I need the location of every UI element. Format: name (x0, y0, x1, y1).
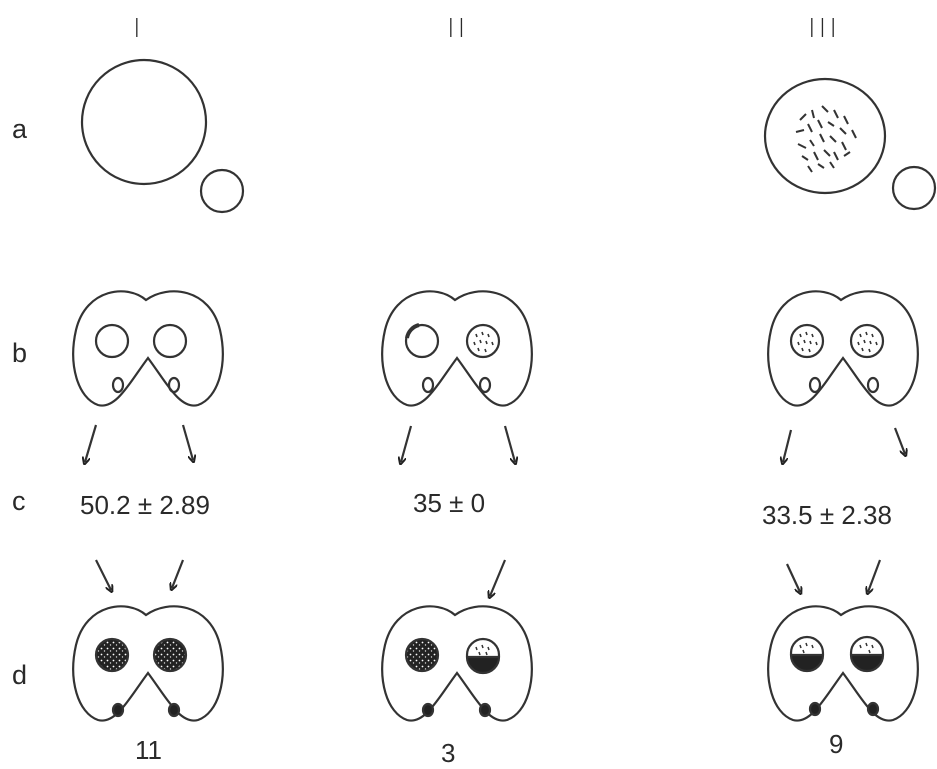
arrow-in-left-3 (786, 563, 800, 592)
cell-outline (381, 605, 533, 722)
arrows-row-b (85, 424, 905, 462)
rod-cluster (795, 105, 857, 173)
row-b-col-1 (72, 290, 224, 407)
row-label-a: a (12, 114, 28, 144)
row-label-c: c (12, 486, 26, 516)
arrow-down-right-1 (181, 424, 193, 460)
count-col-2: 3 (441, 738, 456, 768)
large-circle (80, 58, 208, 186)
nucleus-left-filled (404, 637, 440, 673)
row-d-col-2 (381, 605, 533, 722)
small-circle (891, 165, 937, 211)
cell-outline (767, 290, 919, 407)
nucleus-left-thickening (405, 323, 420, 339)
body-right (478, 702, 492, 718)
small-circle (199, 168, 245, 214)
count-col-1: 11 (135, 735, 162, 765)
body-left (808, 701, 822, 717)
nucleus-right-filled (152, 637, 188, 673)
row-d-col-3 (767, 605, 919, 722)
cell-outline (72, 290, 224, 407)
body-left (421, 376, 435, 394)
arrow-down-right-2 (503, 425, 515, 462)
row-label-b: b (12, 338, 28, 368)
body-right (866, 376, 880, 394)
arrow-down-left-2 (401, 425, 413, 462)
nucleus-right-dark-half (849, 653, 885, 673)
arrow-in-2 (490, 559, 507, 596)
body-right (167, 376, 181, 394)
nucleus-left-dotted (789, 323, 825, 359)
row-d-col-1 (72, 605, 224, 722)
nucleus-right-dotted (849, 323, 885, 359)
column-header-1: I (133, 14, 144, 44)
nucleus-left-dark-half (789, 653, 825, 673)
nucleus-dots (797, 331, 878, 353)
nucleus-dots (799, 642, 874, 654)
nucleus-right-dotted (465, 323, 501, 359)
body-right (478, 376, 492, 394)
nucleus-left (404, 323, 440, 359)
body-left (111, 702, 125, 718)
count-col-3: 9 (829, 729, 844, 759)
nucleus-right-dark-half (465, 655, 501, 675)
nucleus-left-filled (94, 637, 130, 673)
value-col-2: 35 ± 0 (413, 488, 486, 518)
nucleus-right-dots (473, 331, 494, 353)
row-label-d: d (12, 660, 28, 690)
nucleus-left (94, 323, 130, 359)
value-col-3: 33.5 ± 2.38 (762, 500, 892, 530)
arrow-in-right-1 (172, 559, 185, 588)
arrow-in-right-3 (868, 559, 882, 592)
body-left (808, 376, 822, 394)
body-left (421, 702, 435, 718)
nucleus-right (152, 323, 188, 359)
value-col-1: 50.2 ± 2.89 (80, 490, 210, 520)
arrow-down-left-1 (85, 424, 98, 462)
column-header-3: III (808, 14, 841, 44)
row-a-col-3 (763, 77, 937, 211)
arrow-down-left-3 (783, 429, 793, 462)
arrow-down-right-3 (893, 427, 905, 454)
large-circle-with-rods (763, 77, 887, 195)
body-left (111, 376, 125, 394)
cell-outline (72, 605, 224, 722)
body-right (866, 701, 880, 717)
arrow-in-left-1 (95, 559, 111, 590)
row-a-col-1 (80, 58, 245, 214)
cell-outline (767, 605, 919, 722)
row-b-col-3 (767, 290, 919, 407)
nucleus-right-dots (475, 644, 490, 656)
cell-outline (381, 290, 533, 407)
column-header-2: II (447, 14, 469, 44)
body-right (167, 702, 181, 718)
arrows-row-d (95, 559, 882, 596)
row-b-col-2 (381, 290, 533, 407)
